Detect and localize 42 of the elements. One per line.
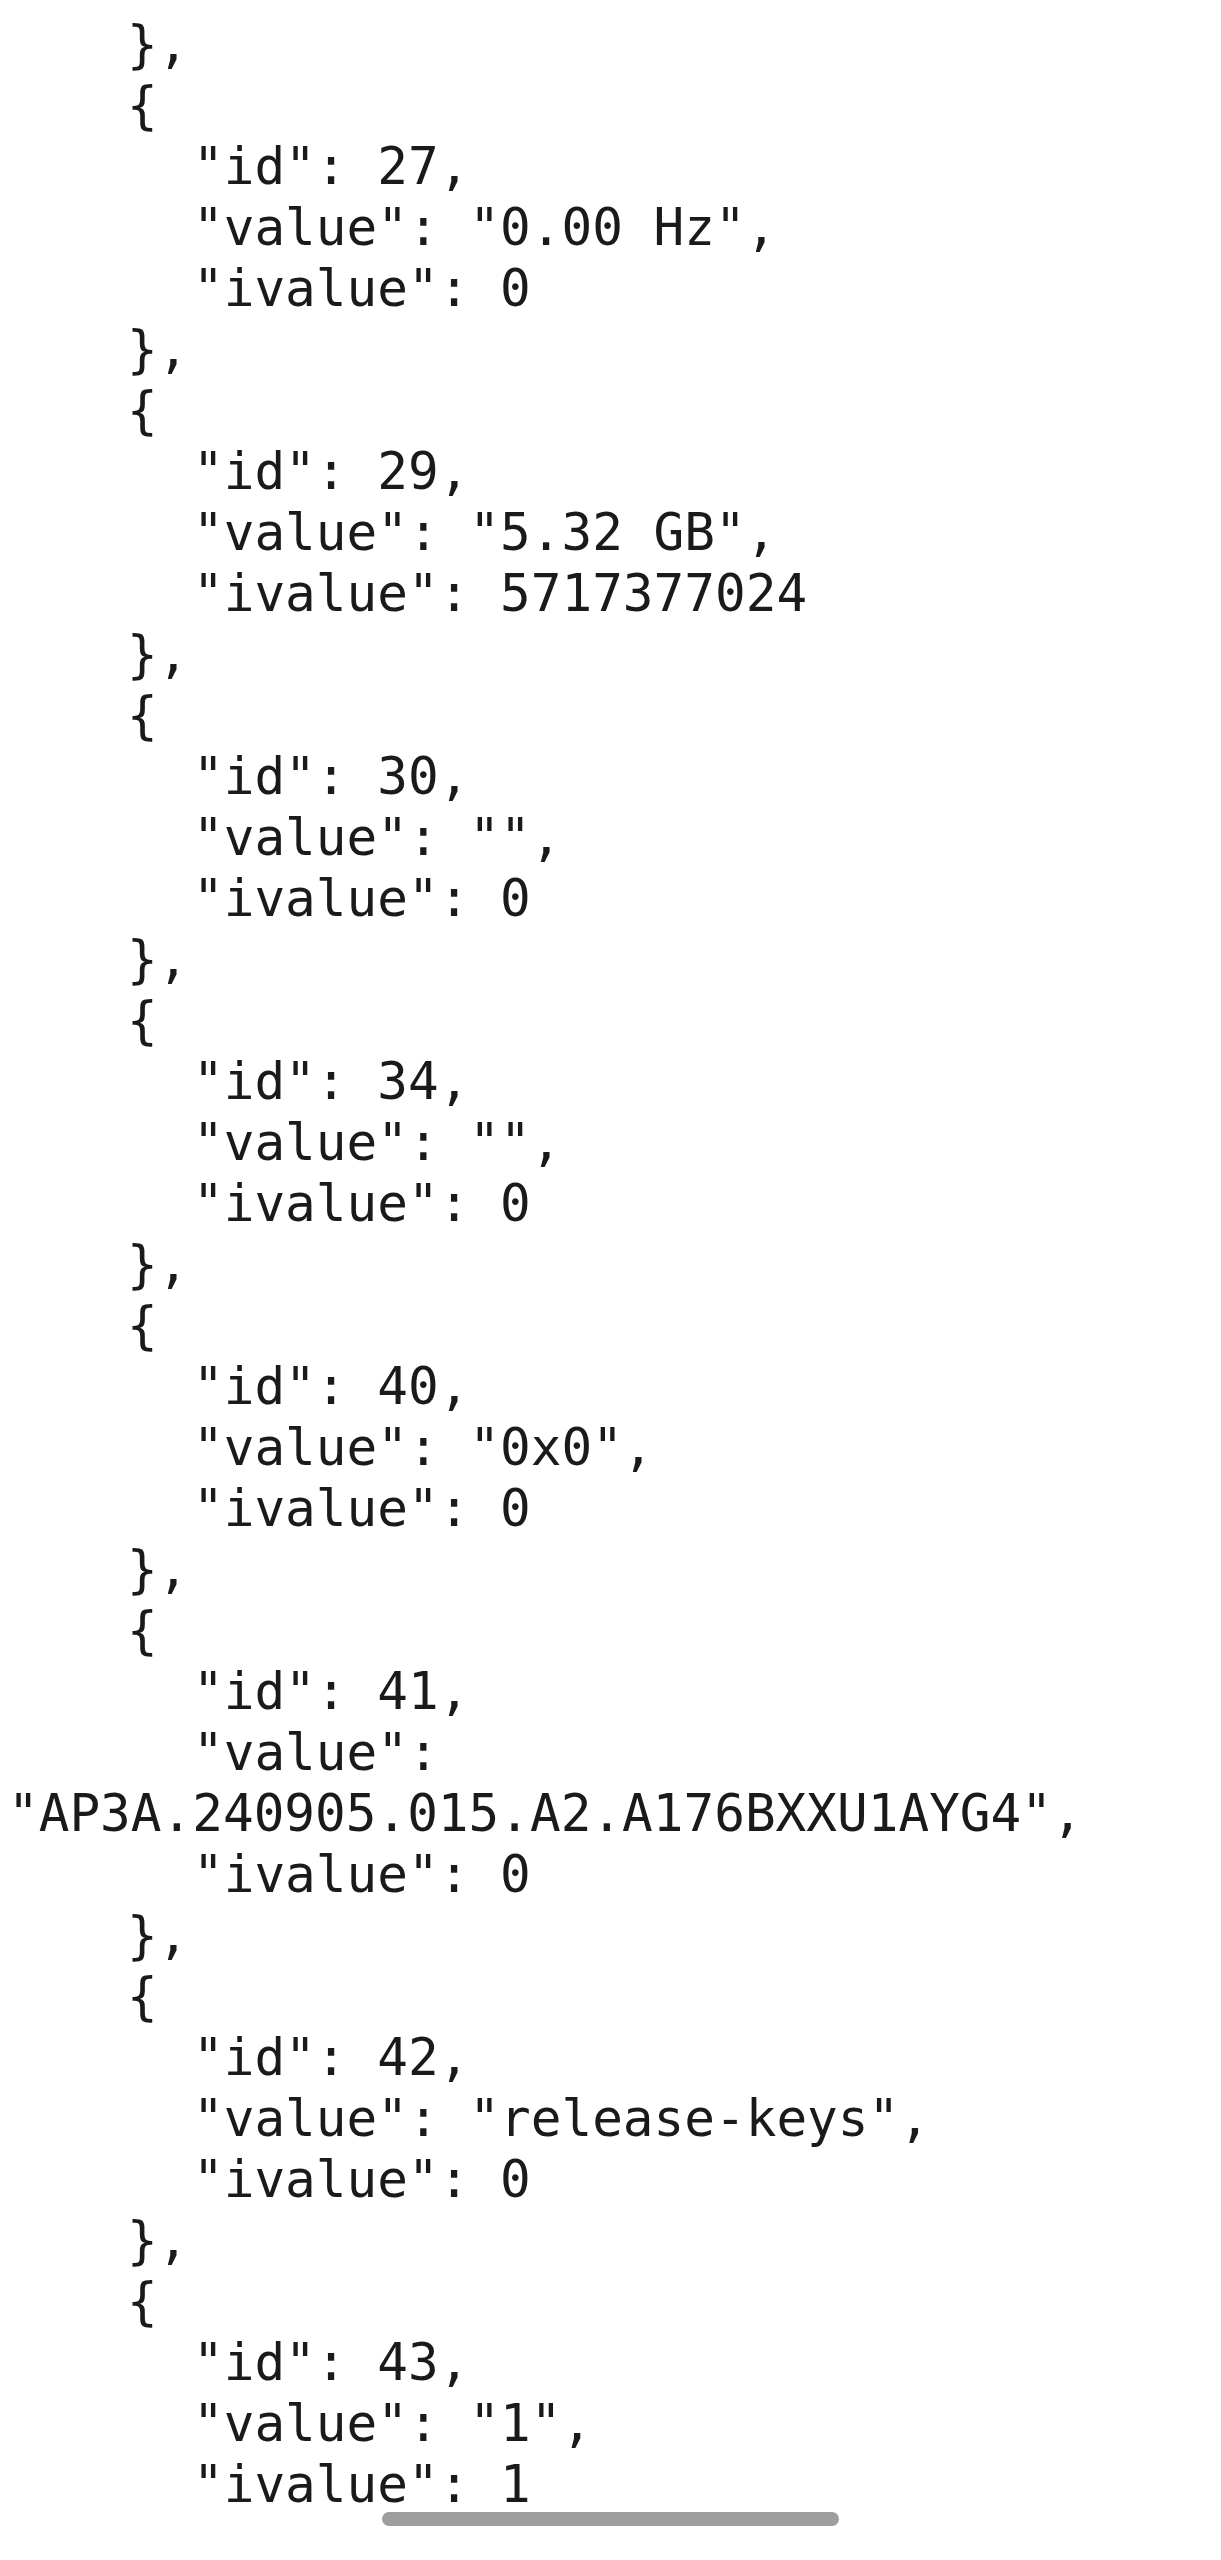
code-line: "ivalue": 0: [193, 258, 531, 319]
code-line: "ivalue": 0: [193, 1844, 531, 1905]
code-line: {: [127, 1295, 158, 1356]
code-line: "ivalue": 5717377024: [193, 563, 808, 624]
code-line: "value": "release-keys",: [193, 2088, 930, 2149]
code-line: },: [127, 1234, 189, 1295]
code-line: {: [127, 990, 158, 1051]
code-line: },: [127, 319, 189, 380]
code-line: "ivalue": 0: [193, 2149, 531, 2210]
code-line: "id": 29,: [193, 441, 470, 502]
code-line: },: [127, 14, 189, 75]
code-line: {: [127, 685, 158, 746]
code-line: "ivalue": 0: [193, 1173, 531, 1234]
code-line: "id": 27,: [193, 136, 470, 197]
code-line: "id": 40,: [193, 1356, 470, 1417]
code-line: "ivalue": 1: [193, 2454, 531, 2515]
code-line: "ivalue": 0: [193, 1478, 531, 1539]
code-line: "id": 30,: [193, 746, 470, 807]
code-line: "value": "",: [193, 1112, 562, 1173]
home-indicator: [382, 2512, 839, 2526]
code-line: "id": 34,: [193, 1051, 470, 1112]
code-line: "id": 42,: [193, 2027, 470, 2088]
code-line: },: [127, 624, 189, 685]
code-line: {: [127, 1966, 158, 2027]
code-line: {: [127, 2271, 158, 2332]
code-line: },: [127, 1539, 189, 1600]
code-line: "id": 43,: [193, 2332, 470, 2393]
code-line: },: [127, 2210, 189, 2271]
code-line: {: [127, 1600, 158, 1661]
code-line: "value": "",: [193, 807, 562, 868]
code-line: "value": "0.00 Hz",: [193, 197, 777, 258]
code-line: {: [127, 380, 158, 441]
code-line: "ivalue": 0: [193, 868, 531, 929]
code-line: "value": "0x0",: [193, 1417, 654, 1478]
code-line: },: [127, 929, 189, 990]
code-line: "value": "5.32 GB",: [193, 502, 777, 563]
code-line: "AP3A.240905.015.A2.A176BXXU1AYG4",: [8, 1783, 1083, 1844]
code-line: "id": 41,: [193, 1661, 470, 1722]
code-line: "value": "1",: [193, 2393, 593, 2454]
code-line: "value":: [193, 1722, 439, 1783]
code-line: },: [127, 1905, 189, 1966]
code-line: {: [127, 75, 158, 136]
